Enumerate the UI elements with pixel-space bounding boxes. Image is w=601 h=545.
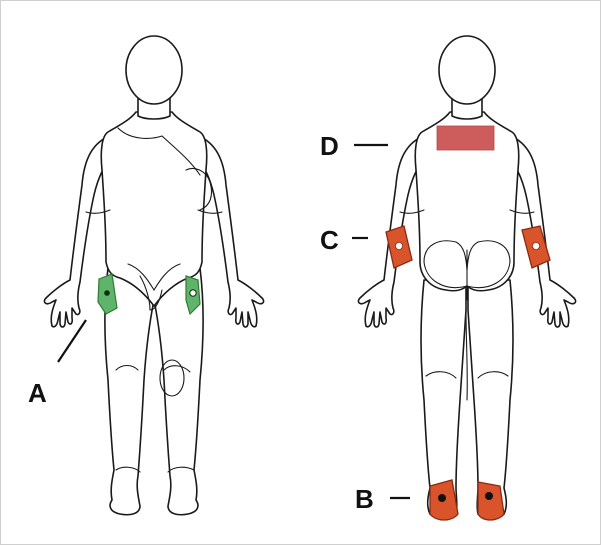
back-electrode-calf-right [478, 482, 504, 520]
label-a: A [28, 378, 47, 408]
label-c: C [320, 225, 339, 255]
label-b: B [355, 484, 374, 514]
front-body-figure [44, 36, 263, 515]
label-d: D [320, 131, 339, 161]
back-body-figure [358, 36, 575, 519]
back-pad-upper [437, 126, 494, 150]
back-electrode-forearm-right [522, 226, 550, 268]
